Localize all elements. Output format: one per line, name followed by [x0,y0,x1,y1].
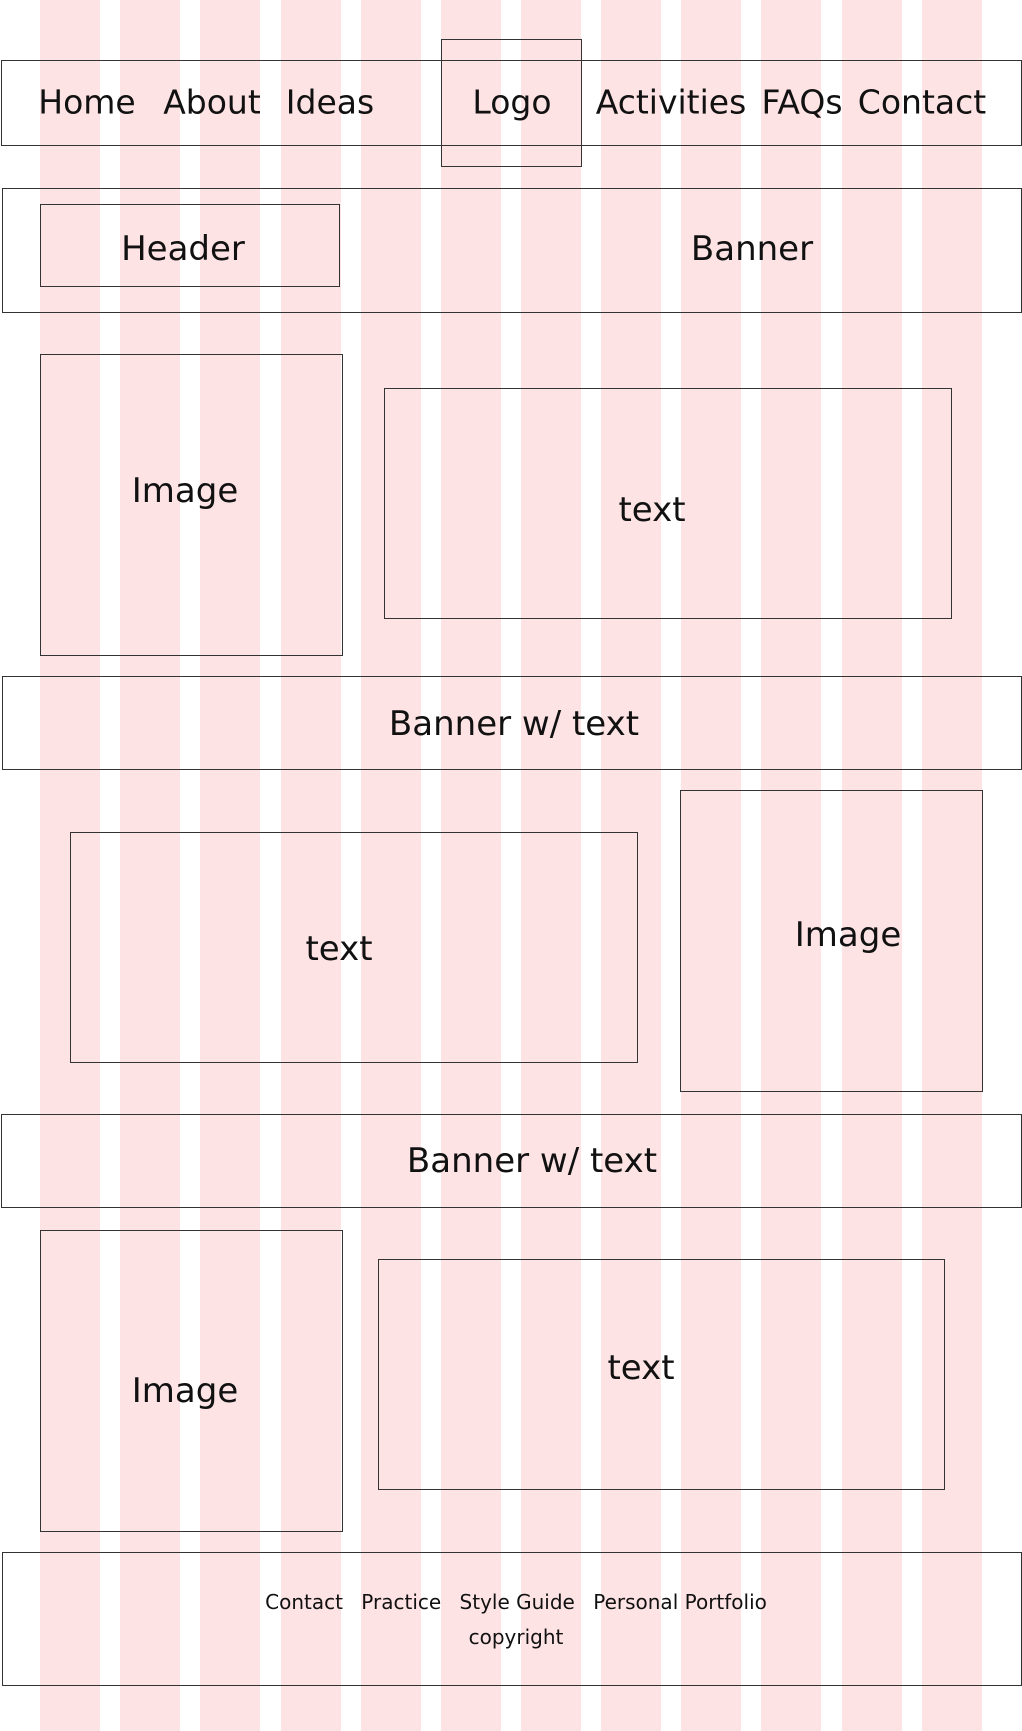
section1-image-label: Image [131,471,239,511]
footer-link-practice[interactable]: Practice [361,1590,442,1614]
logo-label: Logo [472,82,552,122]
footer-link-style-guide[interactable]: Style Guide [459,1590,575,1614]
section1-text-box [384,388,952,619]
footer-copyright: copyright [468,1625,564,1649]
banner-label: Banner [690,229,814,269]
footer [2,1552,1022,1686]
nav-item-about[interactable]: About [163,82,261,122]
section3-text-label: text [607,1348,675,1388]
section2-image-label: Image [794,915,902,955]
footer-link-contact[interactable]: Contact [265,1590,343,1614]
grid-column [521,0,581,1731]
grid-column [761,0,821,1731]
nav-item-faqs[interactable]: FAQs [761,82,843,122]
banner1-label: Banner w/ text [388,704,640,744]
grid-column [681,0,741,1731]
header-box [40,204,340,287]
nav-item-ideas[interactable]: Ideas [285,82,375,122]
grid-column [200,0,260,1731]
grid-column [842,0,902,1731]
footer-links: Contact Practice Style Guide Personal Po… [259,1590,773,1614]
grid-column [922,0,982,1731]
section3-text-box [378,1259,945,1490]
section2-image-box [680,790,983,1092]
banner2-label: Banner w/ text [406,1141,658,1181]
section1-image-box [40,354,343,656]
section2-text-label: text [305,929,373,969]
grid-column [361,0,421,1731]
section1-text-label: text [618,490,686,530]
grid-column [120,0,180,1731]
logo-box[interactable] [441,39,582,167]
section3-image-box [40,1230,343,1532]
grid-column [601,0,661,1731]
section2-text-box [70,832,638,1063]
section3-image-label: Image [131,1371,239,1411]
header-label: Header [121,229,245,269]
nav-item-home[interactable]: Home [38,82,136,122]
grid-column [441,0,501,1731]
grid-column [281,0,341,1731]
nav-item-contact[interactable]: Contact [857,82,987,122]
footer-link-personal-portfolio[interactable]: Personal Portfolio [593,1590,767,1614]
nav-item-activities[interactable]: Activities [595,82,747,122]
